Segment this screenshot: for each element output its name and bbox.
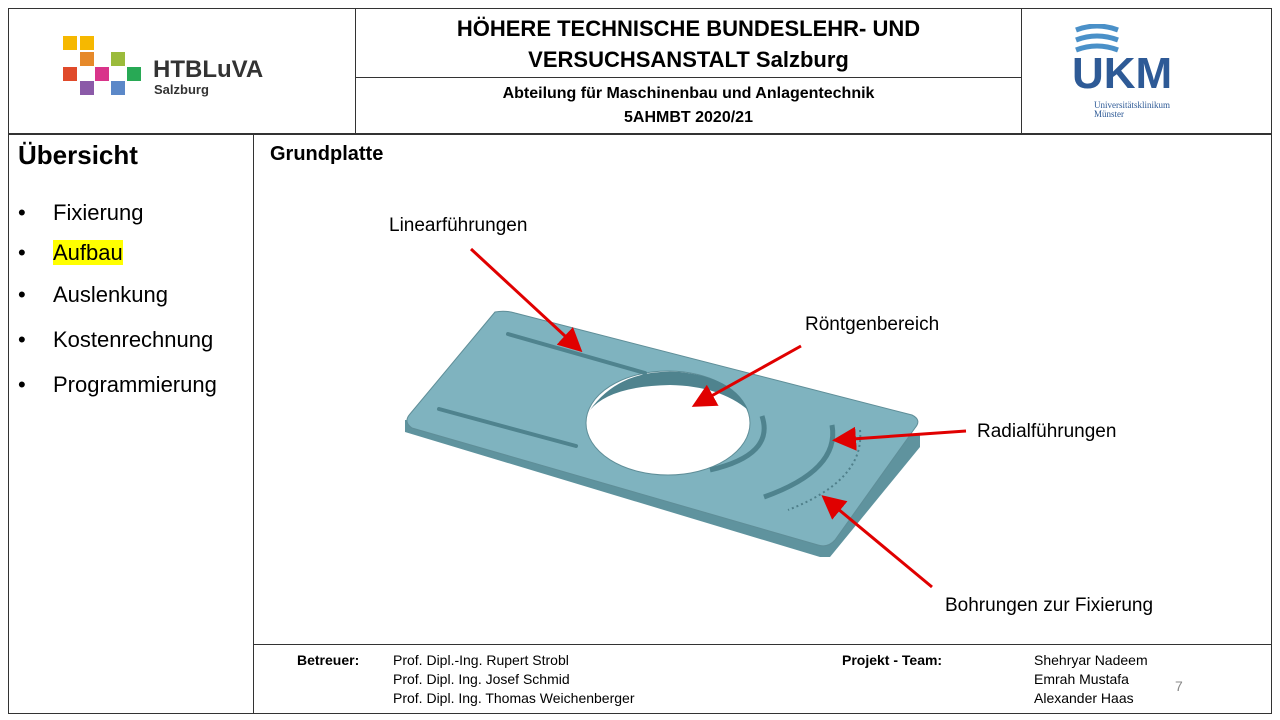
ukm-name: UKM — [1072, 49, 1173, 98]
label-linear-guides: Linearführungen — [389, 215, 528, 236]
header-col2 — [1021, 8, 1022, 134]
footer-divider — [253, 644, 1272, 645]
page-title: Grundplatte — [270, 143, 384, 165]
arrow-radial — [832, 426, 967, 451]
frame-right — [1271, 8, 1272, 714]
header-col1 — [355, 8, 356, 134]
department: Abteilung für Maschinenbau und Anlagente… — [502, 85, 875, 126]
sidebar-item-auslenkung[interactable]: Auslenkung — [18, 282, 217, 327]
label-radial-guides: Radialführungen — [977, 421, 1117, 442]
ukm-logo: UKM Universitätsklinikum Münster — [1072, 24, 1212, 124]
sidebar-item-fixierung[interactable]: Fixierung — [18, 200, 217, 240]
arrow-xray — [691, 344, 802, 407]
plate — [405, 310, 920, 557]
team-label: Projekt - Team: — [842, 652, 943, 668]
header-divider — [8, 133, 1272, 135]
label-xray-area: Röntgenbereich — [805, 314, 940, 335]
sidebar-item-kostenrechnung[interactable]: Kostenrechnung — [18, 327, 217, 372]
frame-top — [8, 8, 1272, 9]
arrow-linear — [469, 247, 583, 353]
htbluva-logo: HTBLuVA Salzburg — [60, 34, 280, 98]
page-number: 7 — [1175, 678, 1183, 694]
header-mid — [355, 77, 1021, 78]
htbluva-sub: Salzburg — [154, 82, 209, 97]
htbluva-name: HTBLuVA — [153, 56, 264, 83]
frame-bottom — [8, 713, 1272, 714]
sidebar-item-aufbau[interactable]: Aufbau — [18, 240, 217, 282]
supervisors-label: Betreuer: — [297, 652, 360, 668]
sidebar-nav: Fixierung Aufbau Auslenkung Kostenrechnu… — [18, 200, 217, 416]
arrow-holes — [821, 495, 933, 589]
frame-left — [8, 8, 9, 714]
sidebar-divider — [253, 134, 254, 714]
sidebar-title: Übersicht — [18, 140, 138, 170]
label-fixing-holes: Bohrungen zur Fixierung — [945, 595, 1154, 616]
sidebar-item-programmierung[interactable]: Programmierung — [18, 372, 217, 416]
